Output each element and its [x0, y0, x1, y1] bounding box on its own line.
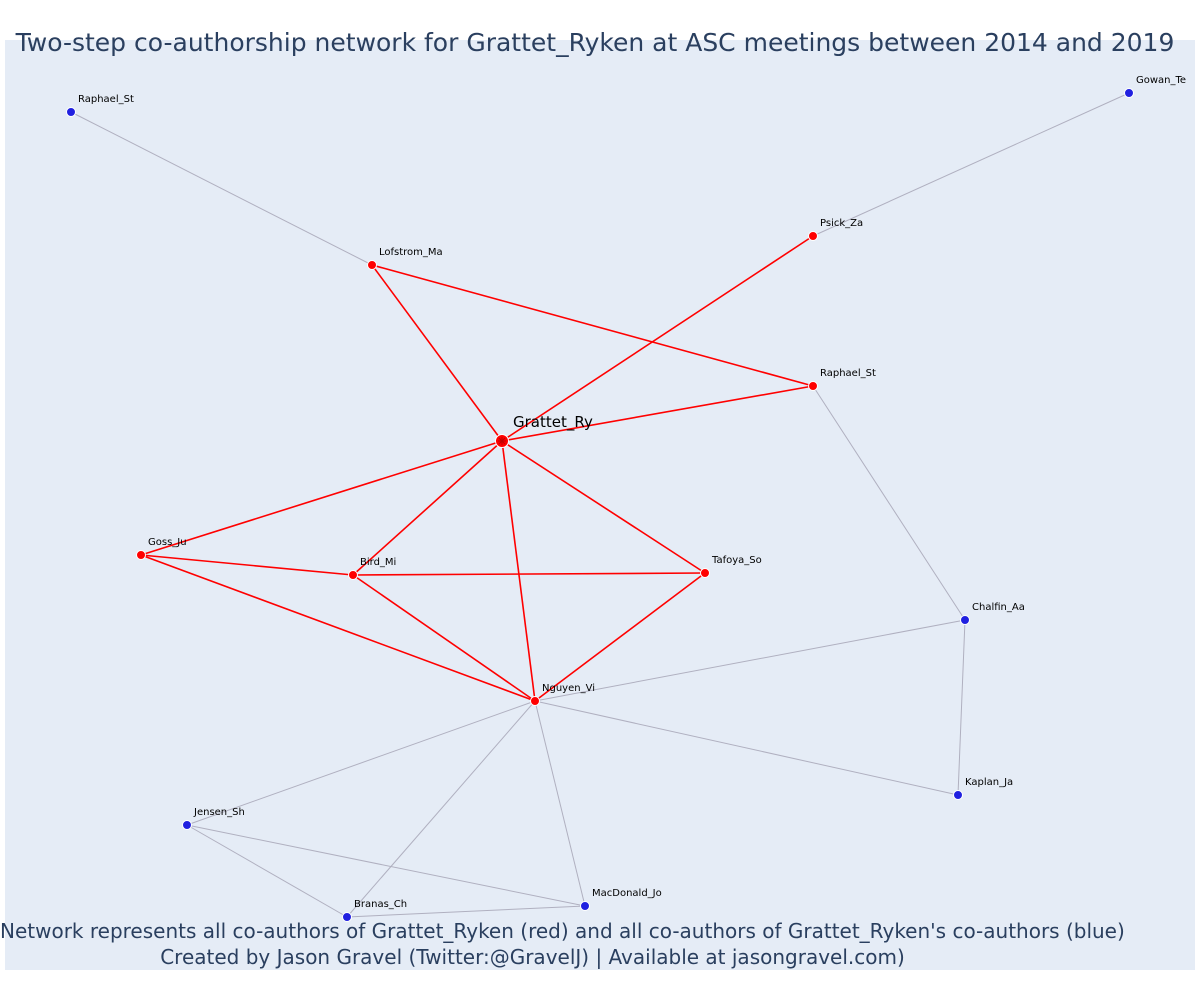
center-node-marker: [498, 437, 506, 445]
edge-grattet-psick: [501, 235, 814, 442]
node-label-psick: Psick_Za: [820, 218, 863, 229]
chart-caption: Network represents all co-authors of Gra…: [0, 918, 1125, 970]
node-lofstrom[interactable]: [367, 260, 377, 270]
node-label-nguyen: Nguyen_Vi: [542, 683, 595, 694]
edge-branas-macdonald: [346, 905, 586, 918]
caption-line-1: Network represents all co-authors of Gra…: [0, 919, 1125, 943]
edge-lofstrom-raphael2: [70, 111, 373, 266]
edge-jensen-branas: [186, 824, 348, 918]
edge-nguyen-jensen: [186, 700, 536, 826]
node-bird[interactable]: [348, 570, 358, 580]
edge-bird-tafoya: [352, 572, 706, 576]
node-tafoya[interactable]: [700, 568, 710, 578]
node-label-branas: Branas_Ch: [354, 899, 407, 910]
edge-grattet-lofstrom: [371, 264, 503, 442]
node-label-gowan: Gowan_Te: [1136, 75, 1186, 86]
node-label-kaplan: Kaplan_Ja: [965, 777, 1013, 788]
edge-nguyen-chalfin: [534, 619, 966, 702]
node-goss[interactable]: [136, 550, 146, 560]
node-psick[interactable]: [808, 231, 818, 241]
node-macdonald[interactable]: [580, 901, 590, 911]
node-nguyen[interactable]: [530, 696, 540, 706]
node-label-chalfin: Chalfin_Aa: [972, 602, 1025, 613]
node-label-raphael2: Raphael_St: [78, 94, 134, 105]
edge-nguyen-branas: [346, 700, 536, 918]
node-chalfin[interactable]: [960, 615, 970, 625]
node-label-bird: Bird_Mi: [360, 557, 396, 568]
node-raphael1[interactable]: [808, 381, 818, 391]
node-label-raphael1: Raphael_St: [820, 368, 876, 379]
node-kaplan[interactable]: [953, 790, 963, 800]
labels-layer: Grattet_RyLofstrom_MaPsick_ZaRaphael_StG…: [78, 75, 1186, 910]
node-label-tafoya: Tafoya_So: [711, 555, 762, 566]
node-label-goss: Goss_Ju: [148, 537, 187, 548]
edge-grattet-goss: [140, 440, 503, 556]
node-label-jensen: Jensen_Sh: [193, 807, 245, 818]
edge-grattet-tafoya: [501, 440, 706, 574]
edge-tafoya-nguyen: [534, 572, 706, 702]
edge-nguyen-macdonald: [534, 700, 586, 907]
edge-chalfin-kaplan: [957, 619, 966, 796]
node-label-grattet: Grattet_Ry: [513, 413, 593, 432]
edge-goss-nguyen: [140, 554, 536, 702]
edge-jensen-macdonald: [186, 824, 586, 907]
edge-grattet-bird: [352, 440, 503, 576]
edge-lofstrom-raphael1: [371, 264, 814, 387]
edge-grattet-raphael1: [501, 385, 814, 442]
edges-layer: [70, 92, 1130, 918]
caption-line-2: Created by Jason Gravel (Twitter:@Gravel…: [160, 945, 905, 969]
node-jensen[interactable]: [182, 820, 192, 830]
edge-goss-bird: [140, 554, 354, 576]
node-label-macdonald: MacDonald_Jo: [592, 888, 662, 899]
edge-grattet-nguyen: [501, 440, 536, 702]
nodes-layer: [66, 88, 1134, 922]
edge-nguyen-kaplan: [534, 700, 959, 796]
edge-bird-nguyen: [352, 574, 536, 702]
node-raphael2[interactable]: [66, 107, 76, 117]
edge-raphael1-chalfin: [812, 385, 966, 621]
node-branas[interactable]: [342, 912, 352, 922]
node-label-lofstrom: Lofstrom_Ma: [379, 247, 443, 258]
chart-title: Two-step co-authorship network for Gratt…: [15, 28, 1175, 57]
node-gowan[interactable]: [1124, 88, 1134, 98]
edge-psick-gowan: [812, 92, 1130, 237]
